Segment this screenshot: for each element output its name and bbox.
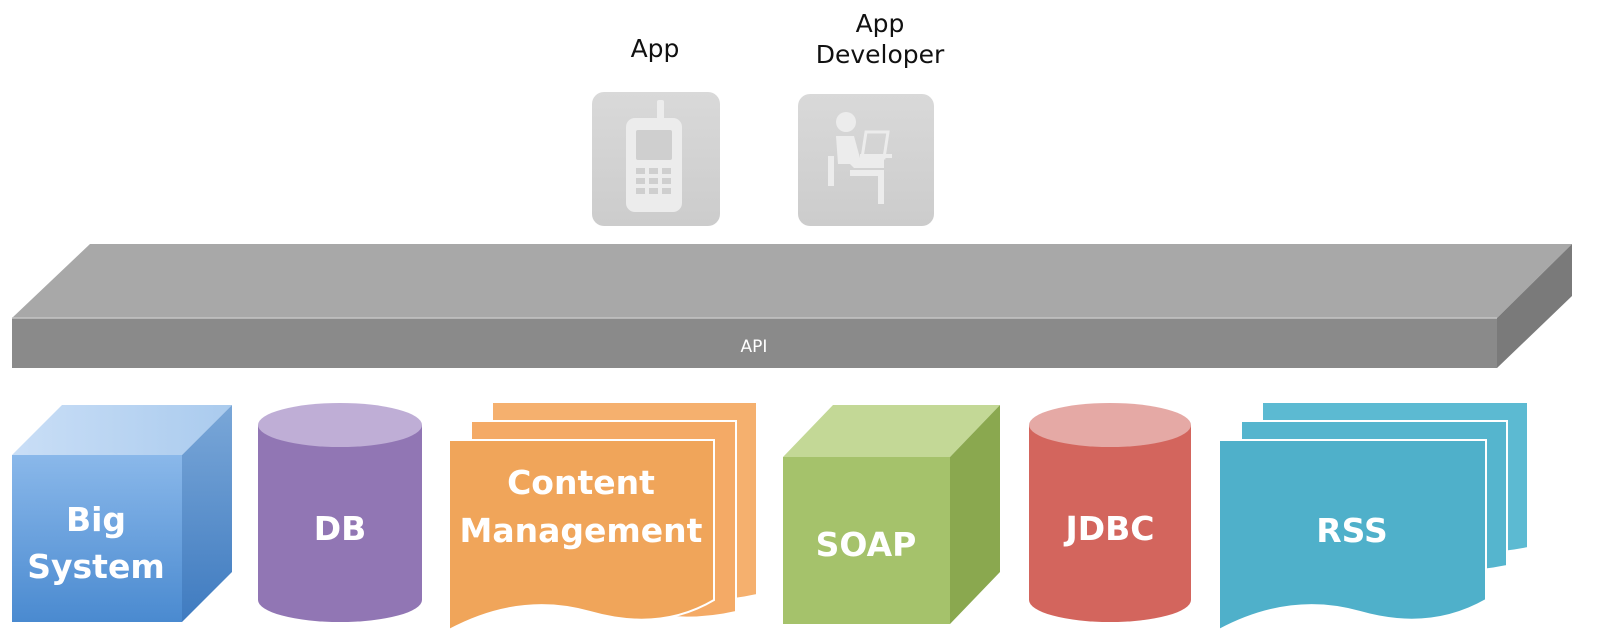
app-label: App — [630, 34, 680, 63]
api-label: API — [741, 337, 768, 357]
app-developer-label-line2: Developer — [815, 40, 945, 69]
app-developer-label-line1: App — [855, 9, 905, 38]
jdbc-label: JDBC — [1063, 509, 1154, 548]
db-cylinder: DB — [258, 403, 422, 622]
soap-cube: SOAP — [783, 405, 1000, 624]
jdbc-cylinder: JDBC — [1029, 403, 1191, 622]
content-management-label-line2: Management — [460, 511, 703, 550]
mobile-phone-icon — [592, 92, 720, 226]
big-system-label-line1: Big — [66, 500, 126, 539]
big-system-cube: Big System — [12, 405, 232, 622]
person-at-laptop-icon — [798, 94, 934, 226]
big-system-label-line2: System — [27, 547, 164, 586]
api-bar: API — [12, 244, 1572, 368]
app-developer-label: App Developer — [790, 8, 970, 70]
content-management-documents: Content Management — [448, 401, 758, 632]
content-management-label-line1: Content — [507, 463, 655, 502]
soap-label: SOAP — [816, 525, 917, 564]
rss-label: RSS — [1316, 511, 1387, 550]
db-label: DB — [314, 509, 367, 548]
rss-documents: RSS — [1218, 401, 1529, 632]
